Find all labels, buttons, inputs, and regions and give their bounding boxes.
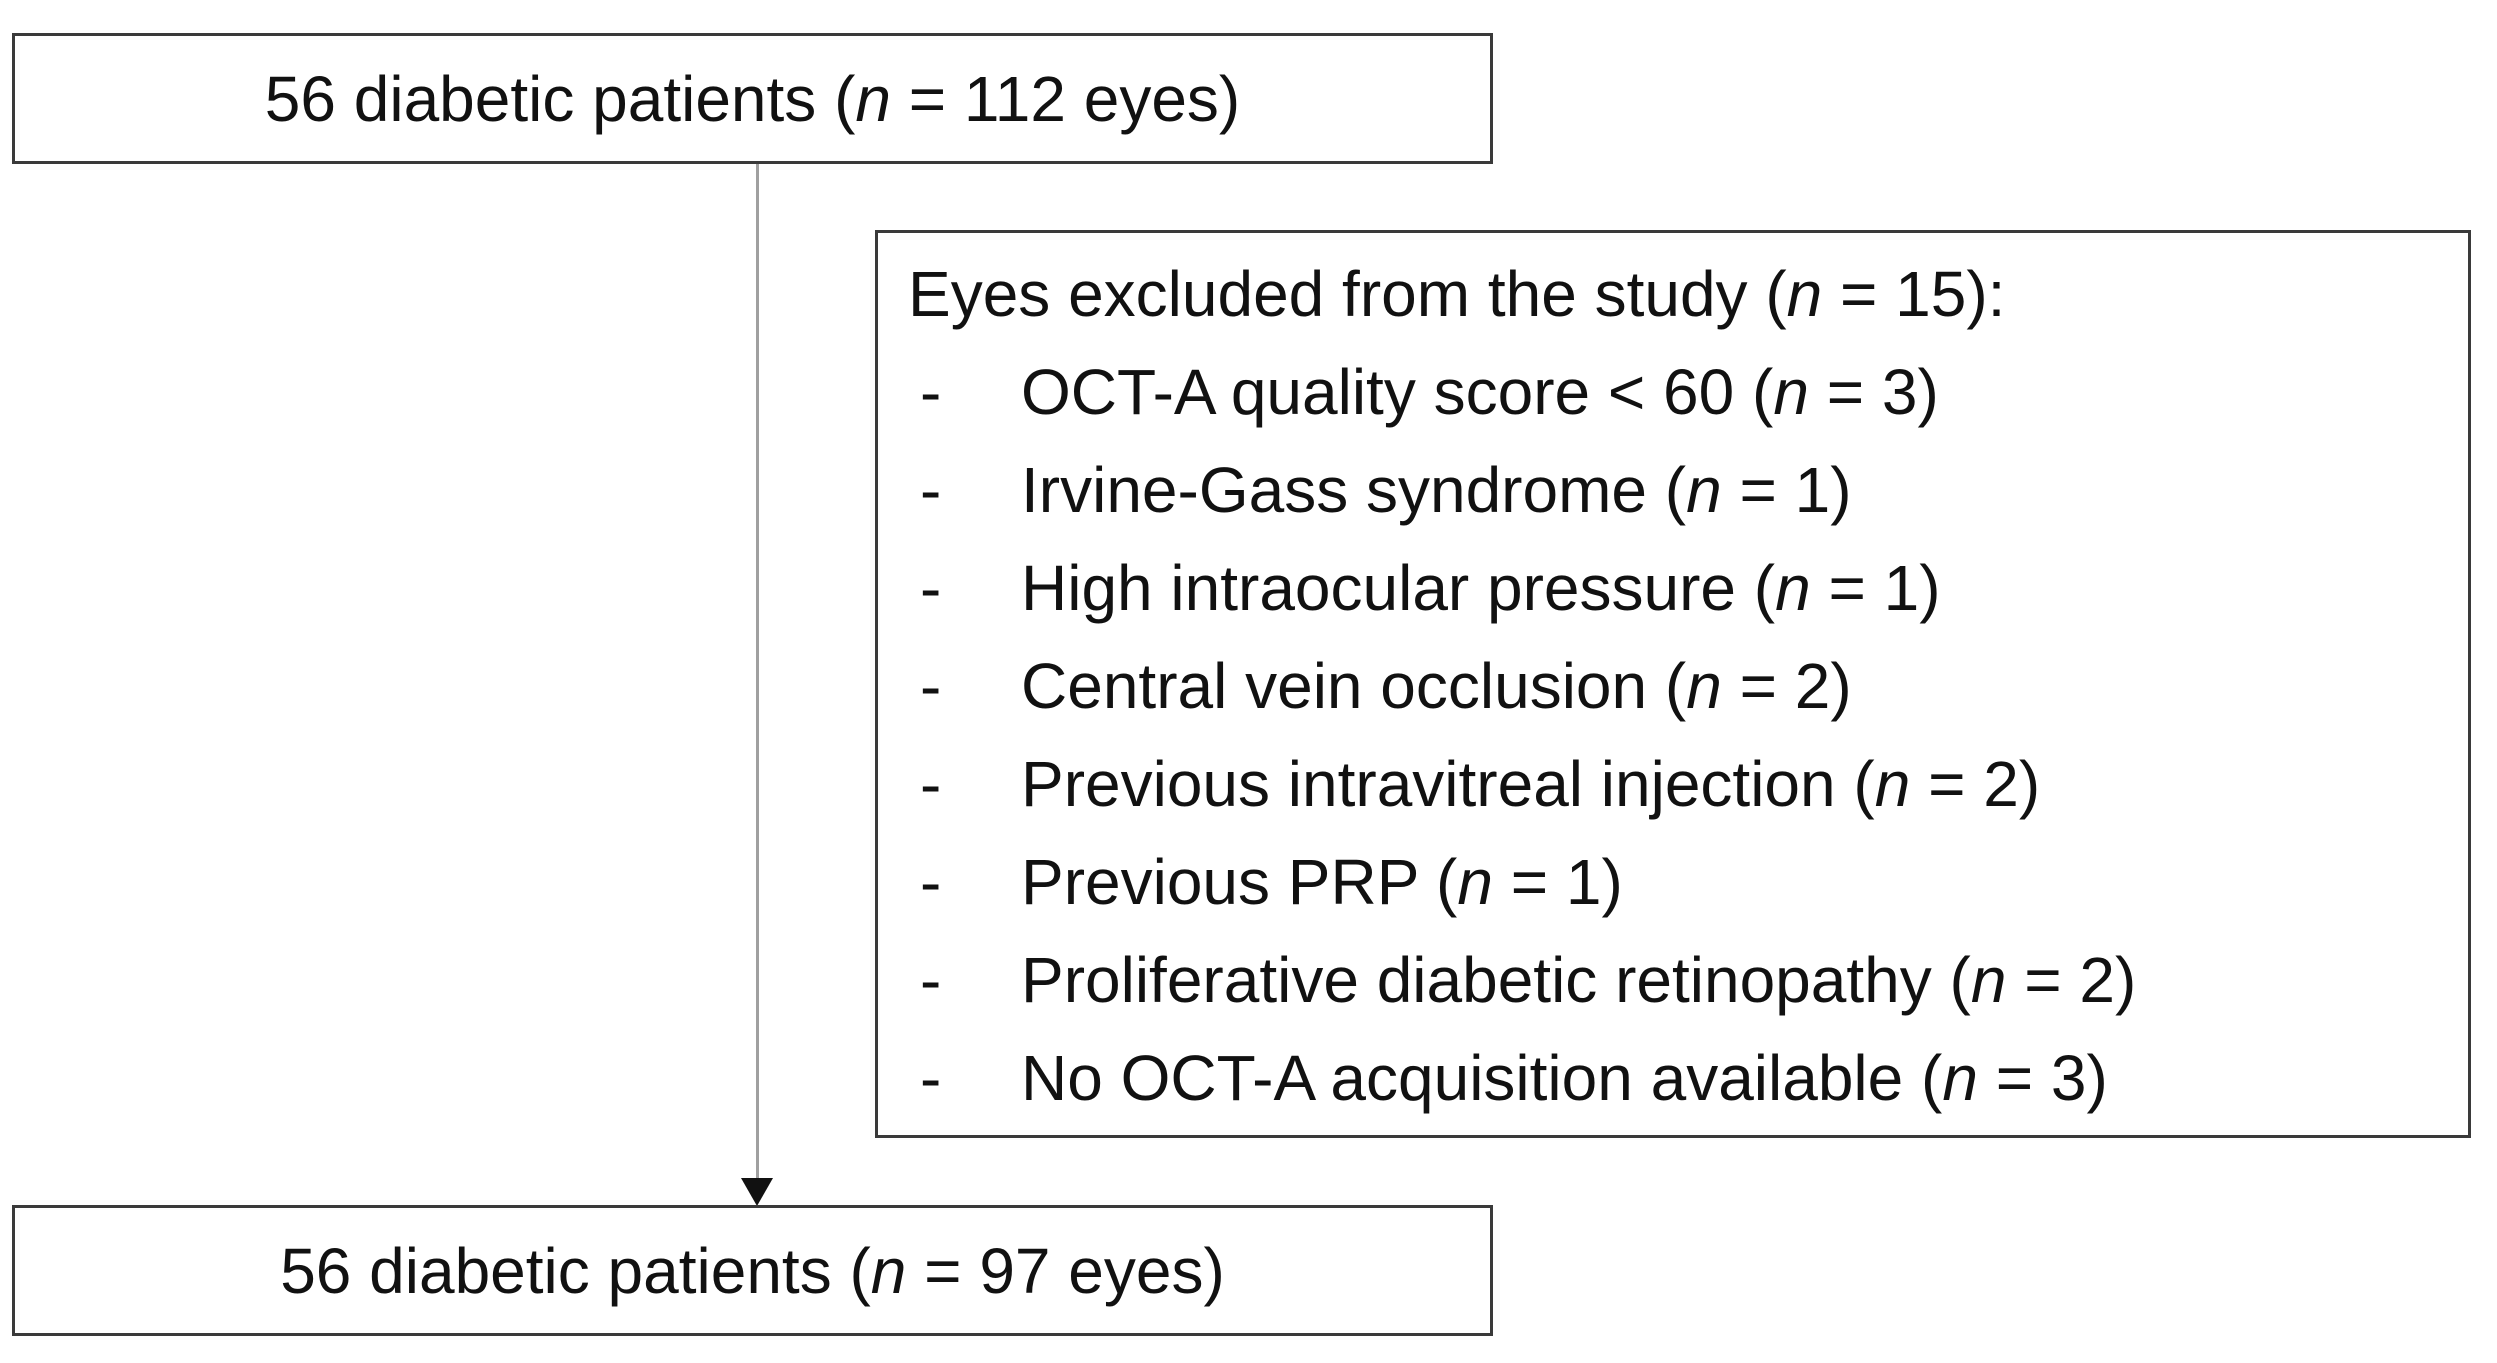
arrow-down-icon <box>741 1178 773 1206</box>
bullet-dash: - <box>920 356 942 428</box>
text-pre: High intraocular pressure ( <box>1021 552 1776 624</box>
n-variable: n <box>1786 258 1823 330</box>
exclusion-item-label: High intraocular pressure (n = 1) <box>1021 539 1941 637</box>
n-variable: n <box>1686 454 1722 526</box>
text-post: = 2) <box>1721 650 1852 722</box>
exclusion-item: - Previous intravitreal injection (n = 2… <box>908 735 2444 833</box>
text-post: = 1) <box>1810 552 1941 624</box>
bullet-dash: - <box>920 552 942 624</box>
n-variable: n <box>1686 650 1722 722</box>
text-post: = 3) <box>1977 1042 2108 1114</box>
exclusion-item: - OCT-A quality score < 60 (n = 3) <box>908 343 2444 441</box>
text-pre: Proliferative diabetic retinopathy ( <box>1021 944 1971 1016</box>
text-post: = 1) <box>1721 454 1852 526</box>
n-variable: n <box>1775 552 1811 624</box>
text-pre: Irvine-Gass syndrome ( <box>1021 454 1687 526</box>
exclusion-item-label: No OCT-A acquisition available (n = 3) <box>1021 1029 2108 1127</box>
exclusion-item: - High intraocular pressure (n = 1) <box>908 539 2444 637</box>
exclusion-header: Eyes excluded from the study (n = 15): <box>908 245 2444 343</box>
text-post: = 112 eyes) <box>890 62 1241 135</box>
n-variable: n <box>1874 748 1911 820</box>
exclusion-item: - Proliferative diabetic retinopathy (n … <box>908 931 2444 1029</box>
n-variable: n <box>855 62 891 135</box>
enrolled-patients-label: 56 diabetic patients (n = 112 eyes) <box>265 62 1240 136</box>
text-pre: Previous PRP ( <box>1021 846 1458 918</box>
text-pre: Eyes excluded from the study ( <box>908 258 1787 330</box>
exclusion-item-label: Previous intravitreal injection (n = 2) <box>1021 735 2040 833</box>
text-post: = 3) <box>1808 356 1939 428</box>
exclusion-item-label: Irvine-Gass syndrome (n = 1) <box>1021 441 1852 539</box>
text-pre: 56 diabetic patients ( <box>280 1234 871 1307</box>
included-patients-label: 56 diabetic patients (n = 97 eyes) <box>280 1234 1225 1308</box>
n-variable: n <box>1970 944 2007 1016</box>
flow-connector-line <box>756 164 759 1180</box>
exclusion-item: - Central vein occlusion (n = 2) <box>908 637 2444 735</box>
text-pre: 56 diabetic patients ( <box>264 62 856 135</box>
included-patients-box: 56 diabetic patients (n = 97 eyes) <box>12 1205 1493 1336</box>
text-pre: Central vein occlusion ( <box>1021 650 1687 722</box>
bullet-dash: - <box>920 650 942 722</box>
text-pre: OCT-A quality score < 60 ( <box>1021 356 1774 428</box>
text-pre: Previous intravitreal injection ( <box>1021 748 1875 820</box>
exclusion-item: - Irvine-Gass syndrome (n = 1) <box>908 441 2444 539</box>
bullet-dash: - <box>920 748 942 820</box>
n-variable: n <box>1457 846 1493 918</box>
exclusion-box: Eyes excluded from the study (n = 15): -… <box>875 230 2471 1138</box>
bullet-dash: - <box>920 944 942 1016</box>
n-variable: n <box>1942 1042 1978 1114</box>
enrolled-patients-box: 56 diabetic patients (n = 112 eyes) <box>12 33 1493 164</box>
text-post: = 2) <box>2006 944 2137 1016</box>
n-variable: n <box>1773 356 1809 428</box>
exclusion-item-label: Proliferative diabetic retinopathy (n = … <box>1021 931 2136 1029</box>
text-post: = 97 eyes) <box>906 1234 1225 1307</box>
n-variable: n <box>870 1234 907 1307</box>
bullet-dash: - <box>920 1042 942 1114</box>
exclusion-item-label: OCT-A quality score < 60 (n = 3) <box>1021 343 1939 441</box>
text-post: = 1) <box>1492 846 1623 918</box>
bullet-dash: - <box>920 846 942 918</box>
text-post: = 2) <box>1910 748 2041 820</box>
text-post: = 15): <box>1822 258 2006 330</box>
exclusion-item-label: Central vein occlusion (n = 2) <box>1021 637 1852 735</box>
exclusion-item: - Previous PRP (n = 1) <box>908 833 2444 931</box>
exclusion-item: - No OCT-A acquisition available (n = 3) <box>908 1029 2444 1127</box>
bullet-dash: - <box>920 454 942 526</box>
text-pre: No OCT-A acquisition available ( <box>1021 1042 1943 1114</box>
exclusion-item-label: Previous PRP (n = 1) <box>1021 833 1623 931</box>
